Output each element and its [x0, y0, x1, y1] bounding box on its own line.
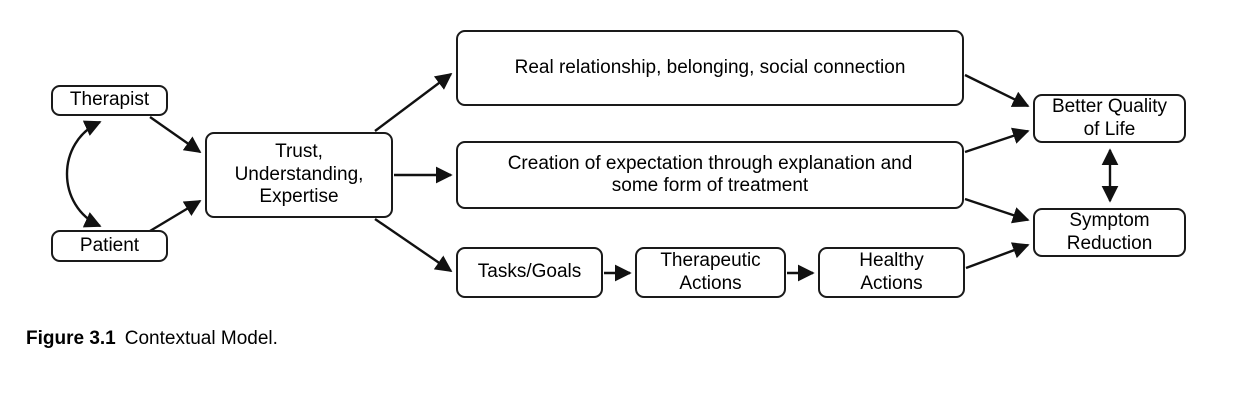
node-trust-label: Trust, Understanding, Expertise: [234, 141, 364, 208]
node-tasks-goals: Tasks/Goals: [456, 247, 603, 298]
edge-creation-symptom-reduction: [964, 197, 1030, 224]
node-symptom-reduction: Symptom Reduction: [1033, 208, 1186, 257]
node-symptom-reduction-label: Symptom Reduction: [1066, 210, 1153, 254]
node-creation-of-expectation: Creation of expectation through explanat…: [456, 141, 964, 209]
node-trust-understanding-expertise: Trust, Understanding, Expertise: [205, 132, 393, 218]
node-patient: Patient: [51, 230, 168, 262]
edge-therapist-patient-arc: [65, 120, 102, 228]
node-real-relationship: Real relationship, belonging, social con…: [456, 30, 964, 106]
node-better-quality-label: Better Quality of Life: [1051, 96, 1168, 140]
node-real-relationship-label: Real relationship, belonging, social con…: [514, 56, 906, 78]
node-therapist-label: Therapist: [69, 89, 150, 111]
node-healthy-actions: Healthy Actions: [818, 247, 965, 298]
node-tasks-goals-label: Tasks/Goals: [477, 261, 582, 283]
node-therapist: Therapist: [51, 85, 168, 116]
edge-therapist-trust: [149, 116, 202, 153]
edge-patient-trust: [149, 199, 202, 233]
edge-trust-tasks-goals: [374, 218, 453, 272]
edge-creation-better-quality: [964, 127, 1030, 154]
node-healthy-actions-label: Healthy Actions: [859, 250, 924, 294]
edge-trust-real-relationship: [374, 72, 453, 132]
node-creation-label: Creation of expectation through explanat…: [507, 152, 913, 196]
node-patient-label: Patient: [79, 234, 140, 256]
figure-caption-number: Figure 3.1: [26, 328, 116, 349]
node-therapeutic-actions-label: Therapeutic Actions: [660, 250, 761, 294]
edge-real-relationship-better-quality: [964, 73, 1030, 108]
node-better-quality-of-life: Better Quality of Life: [1033, 94, 1186, 143]
edge-healthy-actions-symptom-reduction: [965, 242, 1030, 270]
node-therapeutic-actions: Therapeutic Actions: [635, 247, 786, 298]
figure-caption: Figure 3.1 Contextual Model.: [26, 328, 278, 350]
figure-caption-text: Contextual Model.: [124, 328, 278, 349]
